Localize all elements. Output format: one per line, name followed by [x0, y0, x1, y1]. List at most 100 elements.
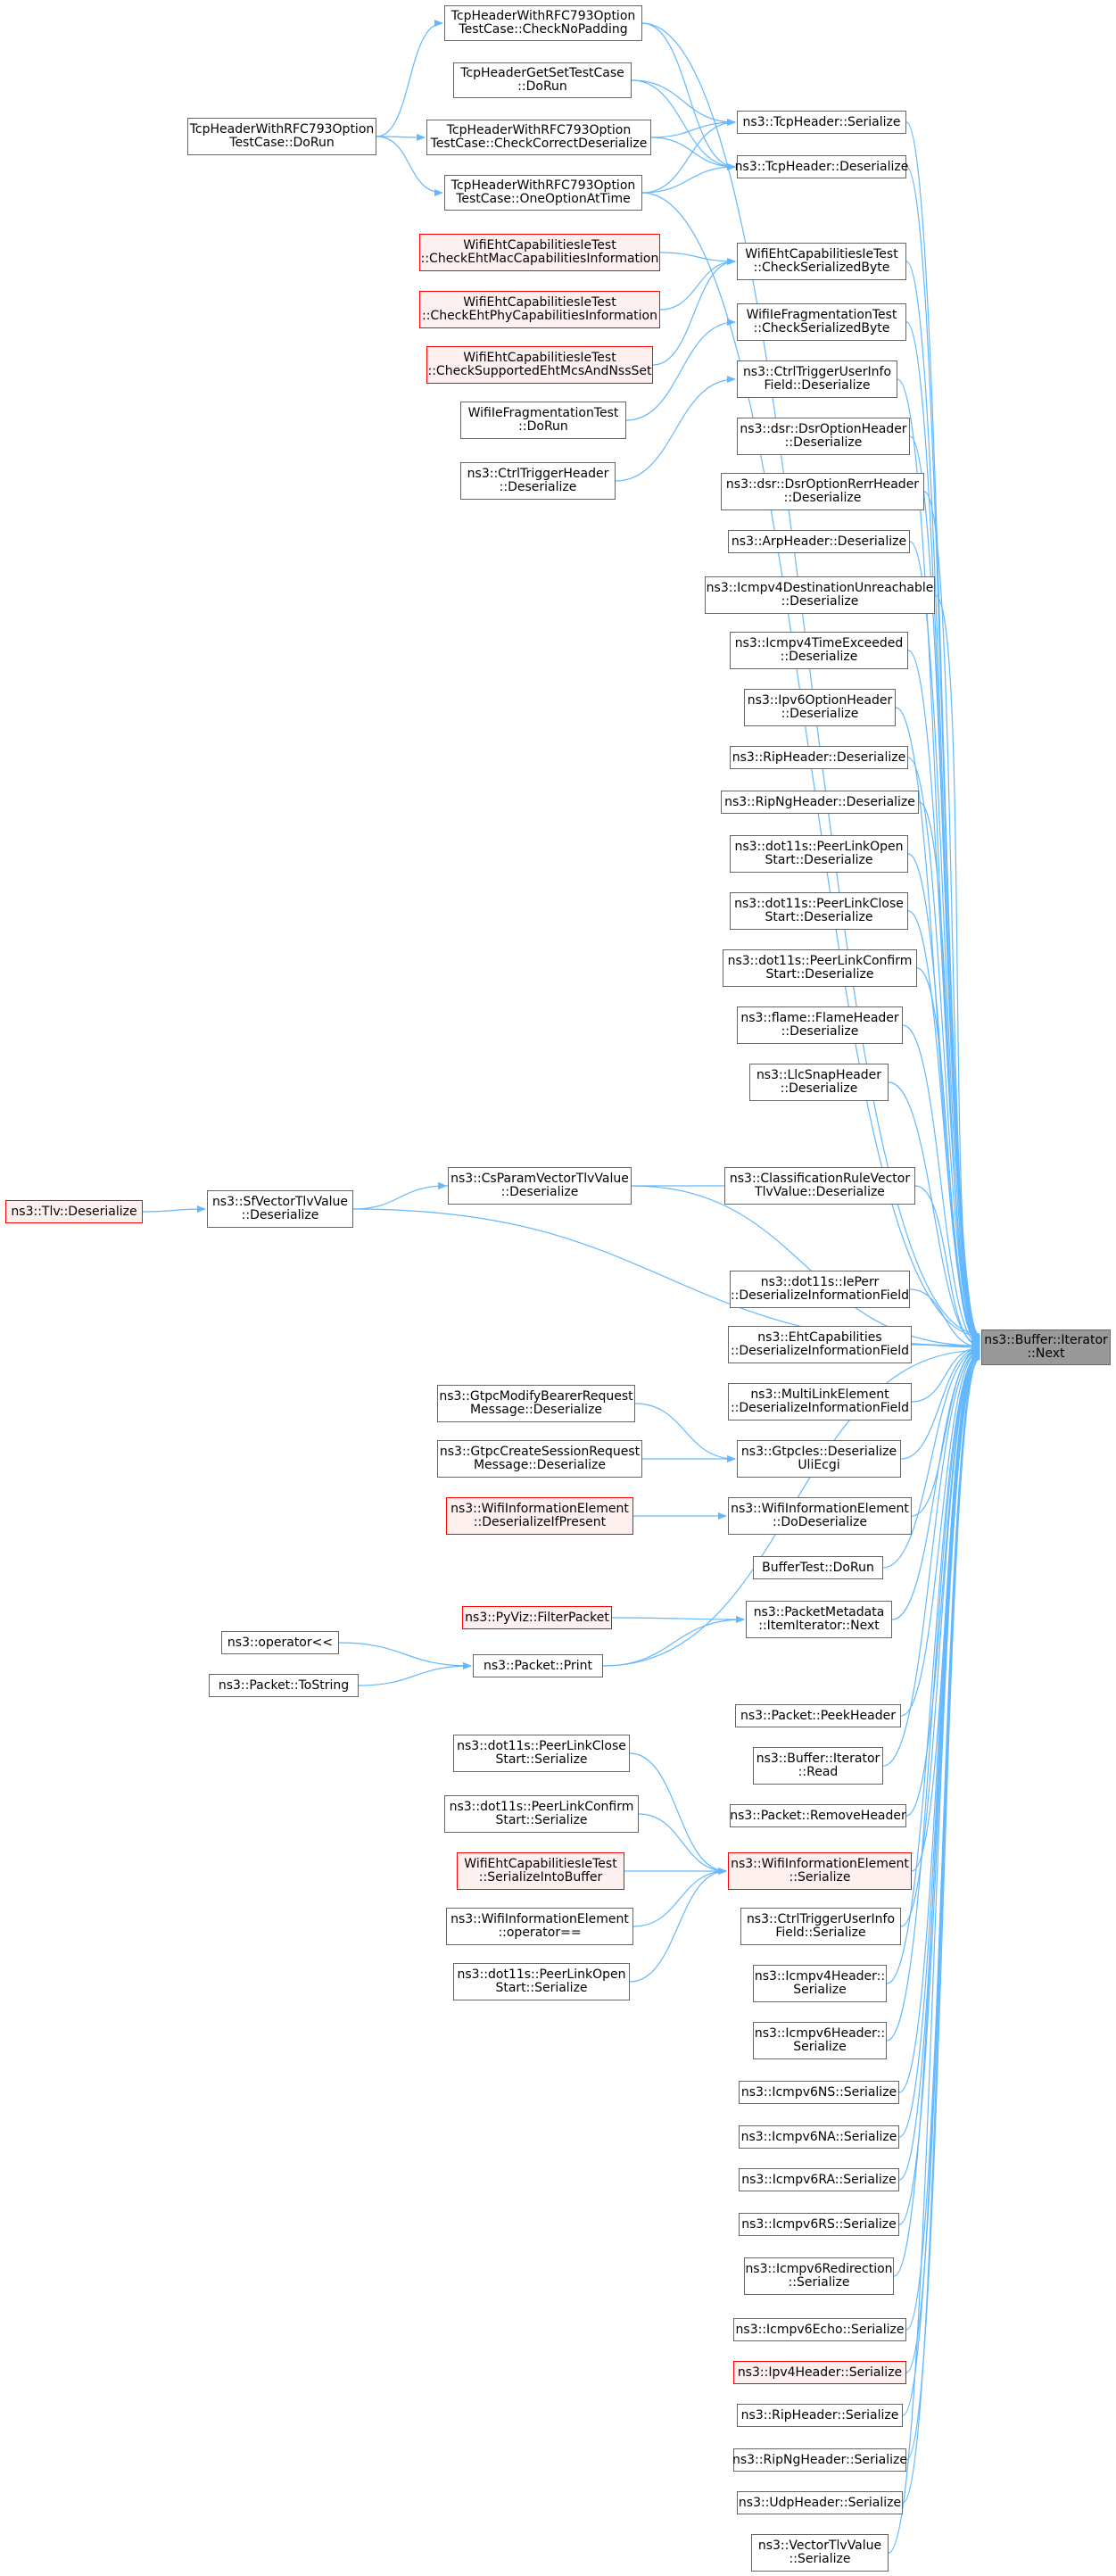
node-gtpcmodify[interactable]: ns3::GtpcModifyBearerRequest Message::De…: [437, 1385, 635, 1422]
node-icmp4du[interactable]: ns3::Icmpv4DestinationUnreachable ::Dese…: [705, 576, 935, 614]
node-plcf-deser[interactable]: ns3::dot11s::PeerLinkConfirm Start::Dese…: [723, 949, 917, 987]
node-gtpccreate[interactable]: ns3::GtpcCreateSessionRequest Message::D…: [437, 1440, 642, 1478]
node-dsr-rerr[interactable]: ns3::dsr::DsrOptionRerrHeader ::Deserial…: [721, 473, 924, 510]
node-plcf-ser[interactable]: ns3::dot11s::PeerLinkConfirm Start::Seri…: [444, 1795, 639, 1833]
node-pktprint[interactable]: ns3::Packet::Print: [473, 1654, 603, 1677]
node-label: ns3::ClassificationRuleVector TlvValue::…: [729, 1172, 911, 1199]
node-root[interactable]: ns3::Buffer::Iterator ::Next: [981, 1329, 1111, 1365]
node-tc-oneoption[interactable]: TcpHeaderWithRFC793Option TestCase::OneO…: [444, 175, 642, 211]
node-tlv[interactable]: ns3::Tlv::Deserialize: [5, 1200, 143, 1223]
node-label: ns3::RipHeader::Serialize: [740, 2407, 899, 2423]
node-ctrltrig-userinfo-deser[interactable]: ns3::CtrlTriggerUserInfo Field::Deserial…: [737, 360, 897, 398]
node-tc-checkcorrect[interactable]: TcpHeaderWithRFC793Option TestCase::Chec…: [426, 120, 651, 155]
node-tc-getset[interactable]: TcpHeaderGetSetTestCase ::DoRun: [453, 62, 632, 98]
node-removeheader[interactable]: ns3::Packet::RemoveHeader: [730, 1804, 906, 1827]
edge-pyviz-to-pktmeta: [611, 1615, 745, 1623]
node-wifieht-csb[interactable]: WifiEhtCapabilitiesIeTest ::CheckSeriali…: [737, 243, 906, 280]
node-plo-deser[interactable]: ns3::dot11s::PeerLinkOpen Start::Deseria…: [730, 835, 908, 873]
node-ehtcap[interactable]: ns3::EhtCapabilities ::DeserializeInform…: [728, 1326, 912, 1363]
edge-sfvector-to-csparam: [352, 1182, 447, 1210]
node-ipv6opt[interactable]: ns3::Ipv6OptionHeader ::Deserialize: [744, 689, 896, 726]
node-wifiie-opeq[interactable]: ns3::WifiInformationElement ::operator==: [446, 1908, 633, 1945]
node-ipv4-ser[interactable]: ns3::Ipv4Header::Serialize: [733, 2361, 906, 2384]
node-ripng-deser[interactable]: ns3::RipNgHeader::Deserialize: [721, 791, 919, 814]
node-tc-dorun[interactable]: TcpHeaderWithRFC793Option TestCase::DoRu…: [187, 118, 376, 155]
node-icmp6-ser[interactable]: ns3::Icmpv6Header:: Serialize: [753, 2022, 887, 2059]
node-wifiie-deserif[interactable]: ns3::WifiInformationElement ::Deserializ…: [446, 1497, 633, 1535]
node-wifiefrag-csb[interactable]: WifiIeFragmentationTest ::CheckSerialize…: [737, 303, 906, 341]
node-ripng-ser[interactable]: ns3::RipNgHeader::Serialize: [732, 2448, 907, 2472]
node-plc-ser[interactable]: ns3::dot11s::PeerLinkClose Start::Serial…: [453, 1735, 630, 1772]
edge-tc-dorun-to-tc-oneoption: [376, 136, 443, 196]
node-peekheader[interactable]: ns3::Packet::PeekHeader: [735, 1704, 901, 1727]
edge-wifieht-mcs-to-wifieht-csb: [652, 258, 736, 366]
node-label: ns3::Icmpv4TimeExceeded ::Deserialize: [734, 636, 904, 664]
node-arp[interactable]: ns3::ArpHeader::Deserialize: [728, 530, 910, 553]
edge-tc-getset-to-tcp-deserialize: [631, 79, 736, 170]
node-wifieht-sib[interactable]: WifiEhtCapabilitiesIeTest ::SerializeInt…: [457, 1852, 624, 1890]
node-plo-ser[interactable]: ns3::dot11s::PeerLinkOpen Start::Seriali…: [453, 1963, 630, 2000]
node-label: ns3::RipHeader::Deserialize: [732, 750, 906, 765]
node-gtpcies[interactable]: ns3::GtpcIes::Deserialize UliEcgi: [737, 1440, 901, 1478]
node-csparam[interactable]: ns3::CsParamVectorTlvValue ::Deserialize: [448, 1167, 632, 1205]
node-ieperr[interactable]: ns3::dot11s::IePerr ::DeserializeInforma…: [730, 1271, 910, 1308]
node-wifiefrag-dorun[interactable]: WifiIeFragmentationTest ::DoRun: [460, 402, 626, 439]
node-bufread[interactable]: ns3::Buffer::Iterator ::Read: [753, 1747, 883, 1785]
edge-pktmeta-to-root: [891, 1346, 980, 1620]
node-icmp6na[interactable]: ns3::Icmpv6NA::Serialize: [739, 2125, 899, 2149]
node-icmp6redir[interactable]: ns3::Icmpv6Redirection ::Serialize: [744, 2257, 894, 2295]
node-ctrltrig-header-deser[interactable]: ns3::CtrlTriggerHeader ::Deserialize: [460, 462, 616, 500]
node-label: ns3::dsr::DsrOptionHeader ::Deserialize: [740, 422, 907, 450]
node-plc-deser[interactable]: ns3::dot11s::PeerLinkClose Start::Deseri…: [730, 892, 908, 930]
node-label: ns3::Icmpv4Header:: Serialize: [754, 1969, 886, 1997]
node-tcp-deserialize[interactable]: ns3::TcpHeader::Deserialize: [735, 155, 908, 178]
node-label: ns3::UdpHeader::Serialize: [738, 2495, 902, 2510]
node-label: ns3::dot11s::PeerLinkClose Start::Deseri…: [734, 897, 904, 924]
node-pyviz[interactable]: ns3::PyViz::FilterPacket: [462, 1606, 612, 1629]
node-label: ns3::VectorTlvValue ::Serialize: [757, 2539, 882, 2566]
node-ctrltrig-userinfo-ser[interactable]: ns3::CtrlTriggerUserInfo Field::Serializ…: [740, 1908, 901, 1945]
node-tc-checknopadding[interactable]: TcpHeaderWithRFC793Option TestCase::Chec…: [444, 5, 642, 41]
node-llc[interactable]: ns3::LlcSnapHeader ::Deserialize: [749, 1064, 889, 1101]
edge-icmp4te-to-root: [907, 650, 980, 1345]
node-wifieht-mcs[interactable]: WifiEhtCapabilitiesIeTest ::CheckSupport…: [426, 346, 653, 384]
node-vectortlv-ser[interactable]: ns3::VectorTlvValue ::Serialize: [751, 2534, 889, 2572]
node-flame[interactable]: ns3::flame::FlameHeader ::Deserialize: [737, 1006, 903, 1044]
node-label: ns3::dot11s::IePerr ::DeserializeInforma…: [730, 1275, 910, 1303]
node-sfvector[interactable]: ns3::SfVectorTlvValue ::Deserialize: [207, 1190, 353, 1228]
node-wifieht-mac[interactable]: WifiEhtCapabilitiesIeTest ::CheckEhtMacC…: [419, 234, 660, 271]
node-label: ns3::SfVectorTlvValue ::Deserialize: [211, 1195, 349, 1222]
node-label: ns3::Buffer::Iterator ::Read: [756, 1752, 880, 1779]
node-pktmeta[interactable]: ns3::PacketMetadata ::ItemIterator::Next: [746, 1601, 892, 1638]
node-icmp6echo[interactable]: ns3::Icmpv6Echo::Serialize: [733, 2318, 906, 2341]
node-icmp4te[interactable]: ns3::Icmpv4TimeExceeded ::Deserialize: [730, 632, 908, 669]
node-tcp-serialize[interactable]: ns3::TcpHeader::Serialize: [737, 111, 906, 134]
edge-tc-dorun-to-tc-checknopadding: [376, 20, 443, 137]
node-multilink[interactable]: ns3::MultiLinkElement ::DeserializeInfor…: [728, 1383, 912, 1421]
node-icmp6rs[interactable]: ns3::Icmpv6RS::Serialize: [739, 2213, 899, 2236]
node-icmp6ns[interactable]: ns3::Icmpv6NS::Serialize: [739, 2081, 899, 2104]
node-label: ns3::TcpHeader::Serialize: [742, 114, 901, 129]
node-tostring[interactable]: ns3::Packet::ToString: [209, 1674, 359, 1697]
node-wifieht-phy[interactable]: WifiEhtCapabilitiesIeTest ::CheckEhtPhyC…: [419, 291, 660, 328]
node-wifiie-ser[interactable]: ns3::WifiInformationElement ::Serialize: [728, 1852, 912, 1890]
node-icmp6ra[interactable]: ns3::Icmpv6RA::Serialize: [739, 2168, 899, 2191]
node-label: ns3::PacketMetadata ::ItemIterator::Next: [753, 1605, 885, 1633]
node-label: ns3::operator<<: [227, 1635, 334, 1650]
node-rip-deser[interactable]: ns3::RipHeader::Deserialize: [730, 746, 908, 769]
node-opout[interactable]: ns3::operator<<: [221, 1631, 339, 1654]
edge-ieperr-to-root: [909, 1288, 980, 1351]
node-label: BufferTest::DoRun: [762, 1560, 874, 1575]
node-udp-ser[interactable]: ns3::UdpHeader::Serialize: [737, 2491, 903, 2514]
node-label: ns3::dsr::DsrOptionRerrHeader ::Deserial…: [725, 477, 920, 505]
node-icmp4-ser[interactable]: ns3::Icmpv4Header:: Serialize: [753, 1965, 887, 2002]
node-classrule[interactable]: ns3::ClassificationRuleVector TlvValue::…: [724, 1167, 915, 1205]
edge-ripng-deser-to-root: [918, 801, 980, 1346]
node-wifiie-dodeser[interactable]: ns3::WifiInformationElement ::DoDeserial…: [728, 1497, 912, 1535]
node-buffertest[interactable]: BufferTest::DoRun: [753, 1556, 883, 1579]
edge-ctrltrig-userinfo-ser-to-root: [900, 1349, 980, 1927]
node-rip-ser[interactable]: ns3::RipHeader::Serialize: [737, 2404, 903, 2427]
edge-tc-getset-to-tcp-serialize: [631, 79, 736, 126]
node-label: ns3::Packet::Print: [484, 1658, 592, 1673]
node-dsr-opt[interactable]: ns3::dsr::DsrOptionHeader ::Deserialize: [737, 418, 910, 455]
